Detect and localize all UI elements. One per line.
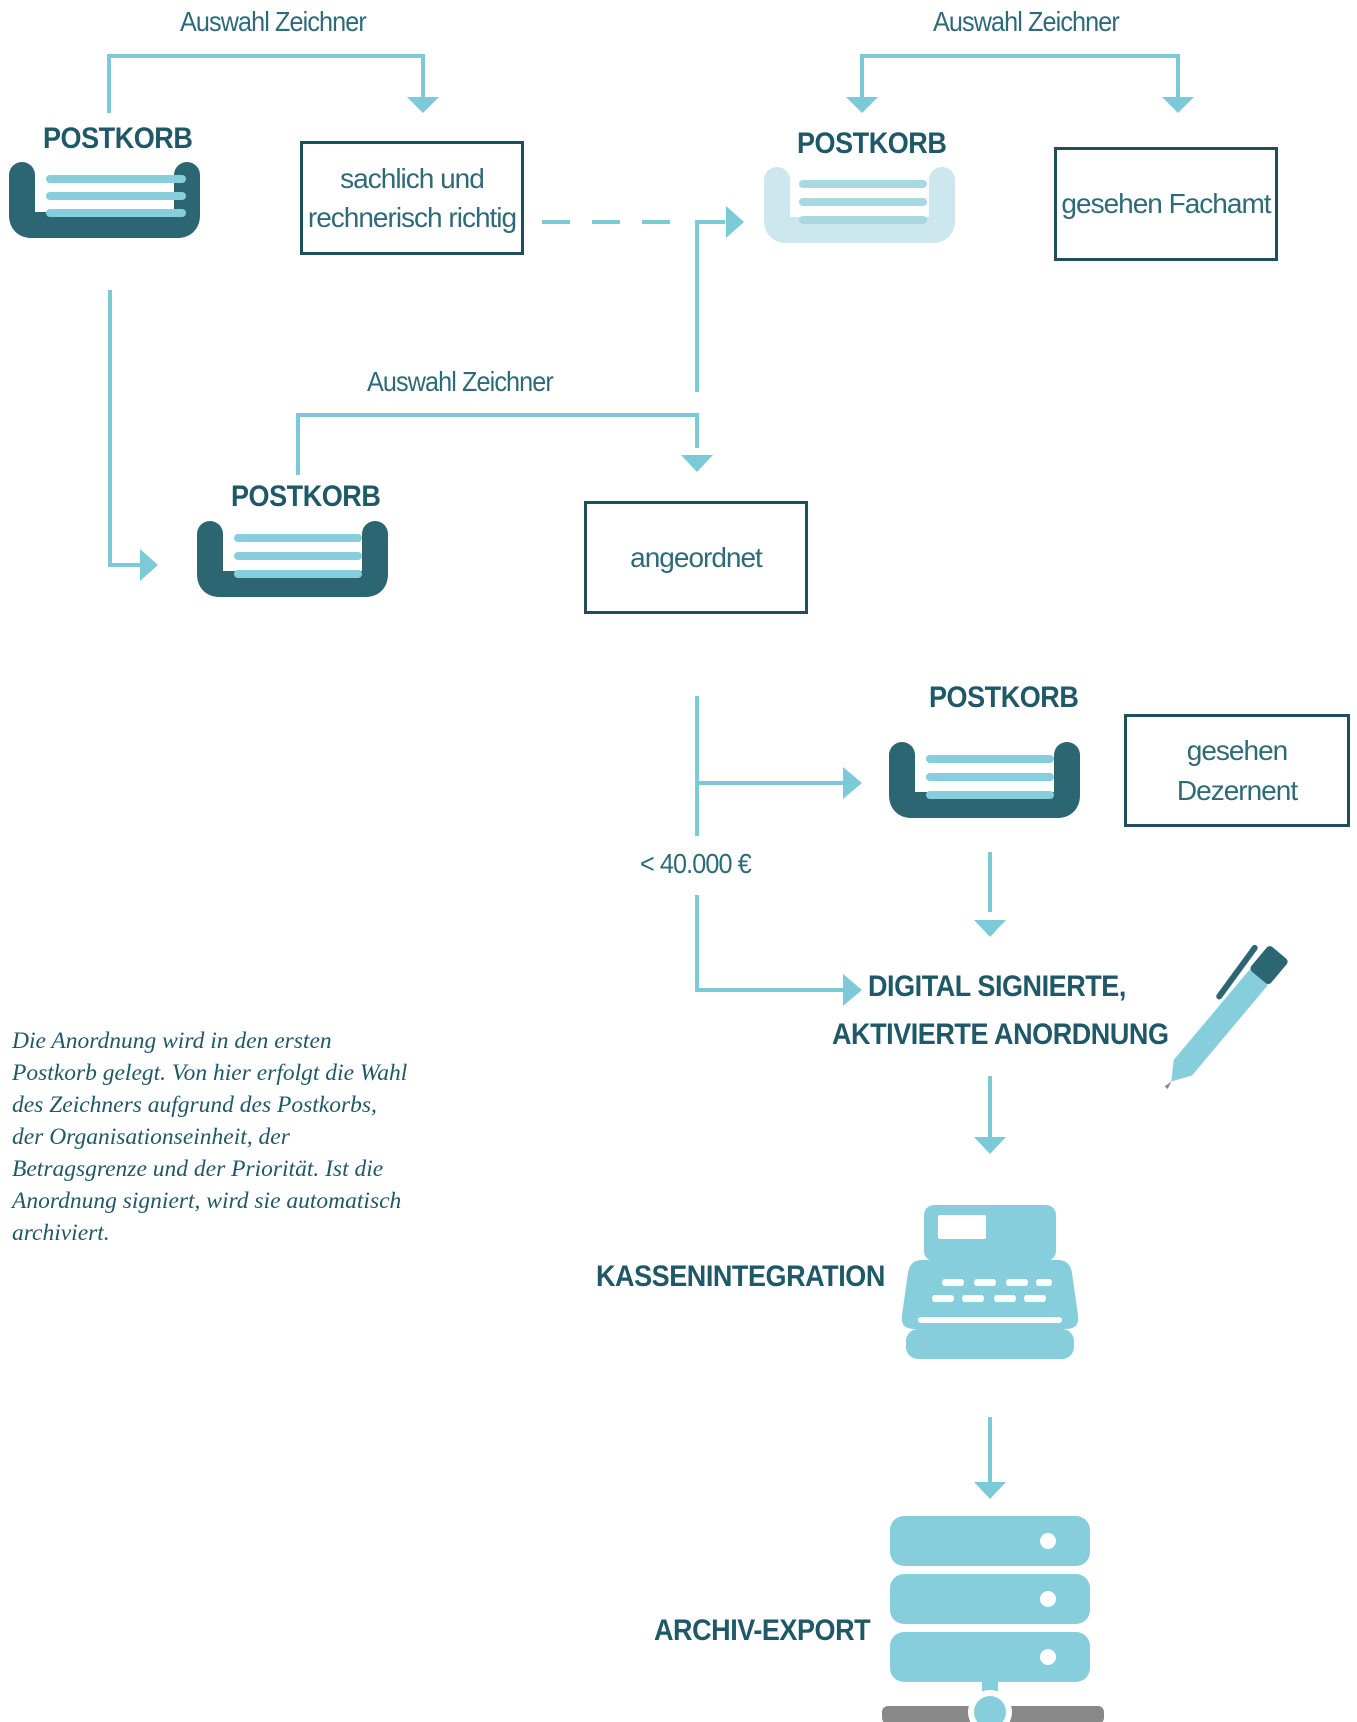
status-box-label: angeordnet [630,541,763,573]
connector-p1-to-p2 [108,290,140,567]
status-box-label: gesehen Dezernent [1176,735,1298,806]
arrowhead [974,920,1006,937]
server-icon [882,1516,1104,1722]
cash-register-icon [901,1205,1079,1359]
status-box-fachamt: gesehen Fachamt [1054,147,1278,261]
postkorb-heading: POSTKORB [929,681,1079,714]
signed-order-heading-line2: AKTIVIERTE ANORDNUNG [832,1018,1169,1051]
kassenintegration-heading: KASSENINTEGRATION [596,1260,885,1293]
arrowhead [974,1482,1006,1499]
status-box-sachlich: sachlich und rechnerisch richtig [300,141,524,255]
arrowhead [843,974,862,1006]
postkorb-heading: POSTKORB [231,480,381,513]
arrowhead [681,455,713,472]
threshold-label: < 40.000 € [640,848,752,879]
postkorb-heading: POSTKORB [43,122,193,155]
arrowhead [843,767,862,799]
status-box-label: gesehen Fachamt [1061,188,1271,220]
connector-auswahl-2 [860,54,1180,100]
connector-up-to-p3 [695,220,725,392]
arrowhead [1162,97,1194,113]
pen-icon [1164,944,1288,1089]
description-text: Die Anordnung wird in den ersten Postkor… [12,1027,408,1246]
arrowhead [846,97,878,113]
arrowhead [407,97,439,113]
connector-auswahl-1 [107,54,425,113]
archiv-export-heading: ARCHIV-EXPORT [654,1614,871,1647]
auswahl-zeichner-label: Auswahl Zeichner [367,366,554,397]
inbox-tray-icon [22,175,187,225]
status-box-label: sachlich und rechnerisch richtig [307,162,517,233]
arrow-heads [140,97,1194,1499]
arrowhead [974,1137,1006,1154]
signed-order-heading-line1: DIGITAL SIGNIERTE, [868,970,1126,1003]
connector-lines [107,54,1180,1482]
auswahl-zeichner-label: Auswahl Zeichner [180,6,367,37]
inbox-tray-icon [902,755,1067,805]
inbox-tray-icon [777,180,942,230]
arrowhead [140,549,158,581]
postkorb-heading: POSTKORB [797,127,947,160]
status-box-dezernent: gesehen Dezernent [1124,714,1350,827]
arrowhead [726,206,744,238]
connector-auswahl-3 [296,413,699,475]
inbox-tray-icon [210,534,375,584]
auswahl-zeichner-label: Auswahl Zeichner [933,6,1120,37]
status-box-angeordnet: angeordnet [584,501,808,614]
